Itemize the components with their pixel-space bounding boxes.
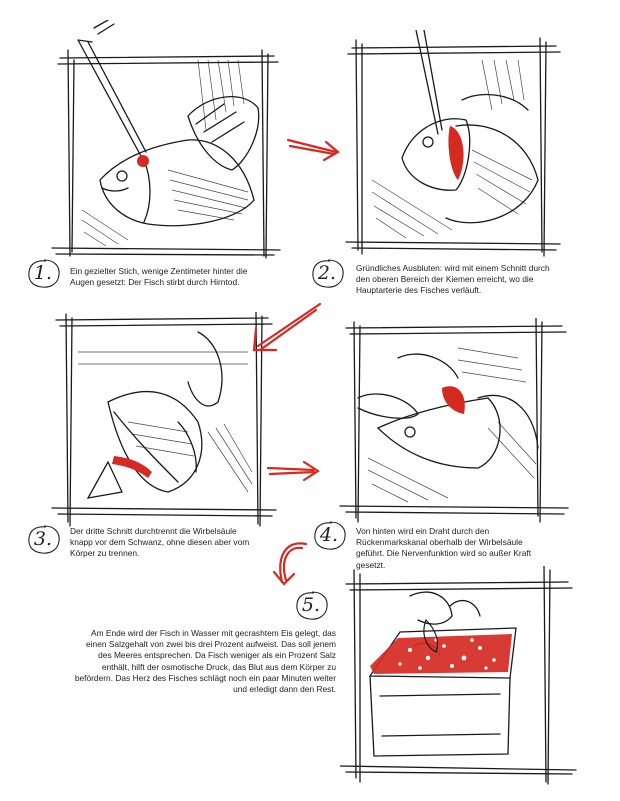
arrow-down-left-icon (252, 302, 322, 352)
arrow-right-2-icon (266, 460, 321, 482)
step-number-3: 3. (26, 524, 62, 556)
step-number-4: 4. (312, 520, 348, 552)
step-number-1: 1. (26, 258, 62, 290)
arrow-curved-down-icon (272, 542, 308, 586)
arrow-right-1-icon (286, 138, 340, 162)
panel-4-wire-illustration (338, 318, 572, 524)
step-1-caption: Ein gezielter Stich, wenige Zentimeter h… (70, 266, 248, 288)
step-5-caption: Am Ende wird der Fisch in Wasser mit gec… (74, 628, 336, 695)
step-4-caption: Von hinten wird ein Draht durch den Rück… (356, 526, 532, 570)
panel-1-stab-illustration (48, 20, 286, 260)
step-number-2: 2. (310, 258, 346, 290)
step-3-caption: Der dritte Schnitt durchtrennt die Wirbe… (70, 526, 250, 559)
panel-5-ice-box-illustration (340, 566, 580, 788)
step-2-caption: Gründliches Ausbluten: wird mit einem Sc… (356, 263, 550, 296)
step-number-5: 5. (294, 590, 330, 622)
panel-2-bleeding-illustration (342, 30, 568, 258)
